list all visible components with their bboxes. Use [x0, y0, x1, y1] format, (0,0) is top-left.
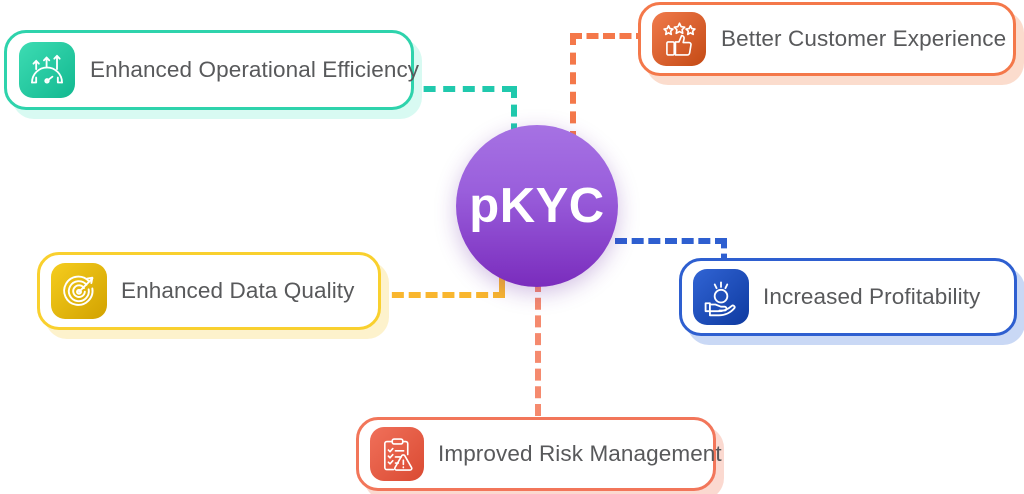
- card-label: Enhanced Operational Efficiency: [90, 57, 420, 82]
- card-increased-profitability[interactable]: Increased Profitability: [679, 258, 1017, 336]
- hub-label: pKYC: [469, 178, 605, 233]
- connector-customer-vertical: [570, 33, 576, 143]
- connector-data-quality-horizontal: [375, 292, 505, 298]
- card-label: Better Customer Experience: [721, 26, 1007, 51]
- connector-data-quality-vertical: [499, 272, 505, 296]
- hub-pkyc[interactable]: pKYC: [456, 125, 618, 287]
- connector-efficiency-vertical: [511, 86, 517, 154]
- thumbs-up-stars-icon: [652, 12, 706, 66]
- card-better-customer-experience[interactable]: Better Customer Experience: [638, 2, 1016, 76]
- connector-customer-horizontal: [570, 33, 648, 39]
- card-label: Increased Profitability: [763, 284, 981, 309]
- connector-risk-vertical: [535, 280, 541, 416]
- hand-coin-icon: [693, 269, 749, 325]
- card-enhanced-data-quality[interactable]: Enhanced Data Quality: [37, 252, 381, 330]
- card-improved-risk-management[interactable]: Improved Risk Management: [356, 417, 722, 491]
- growth-gauge-icon: [19, 42, 75, 98]
- connector-efficiency-horizontal: [404, 86, 514, 92]
- connector-profitability-horizontal: [615, 238, 727, 244]
- target-arrow-icon: [51, 263, 107, 319]
- card-label: Improved Risk Management: [438, 441, 722, 466]
- connector-profitability-vertical: [721, 238, 727, 264]
- card-label: Enhanced Data Quality: [121, 278, 355, 303]
- card-enhanced-operational-efficiency[interactable]: Enhanced Operational Efficiency: [4, 30, 419, 110]
- clipboard-warning-icon: [370, 427, 424, 481]
